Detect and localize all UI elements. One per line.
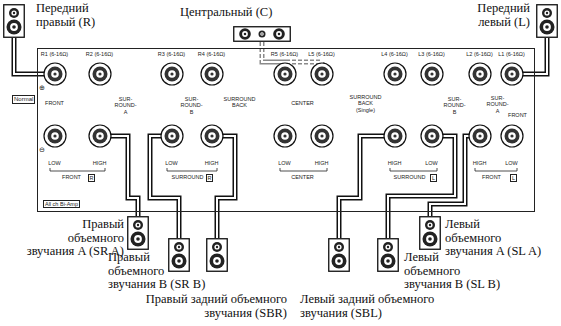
panel-label: R5 (6-16Ω) (271, 51, 298, 58)
speaker-node: Правый задний объемного звучания (SBR) (146, 238, 287, 320)
text-line: звучания B (SL B) (404, 278, 500, 292)
panel-label: R (88, 174, 96, 183)
panel-label: FRONT (45, 100, 64, 107)
speaker-node: Центральный (C) (180, 6, 291, 42)
text-line: объемного (27, 232, 124, 246)
panel-label: LOW (48, 160, 61, 167)
panel-label: SURROUND BACK (Single) (350, 94, 382, 114)
panel-label: FRONT (482, 174, 501, 181)
speaker-cable (179, 212, 180, 238)
panel-label: L (510, 174, 517, 183)
speaker-icon (328, 238, 350, 272)
speaker-label: Передний левый (L) (477, 2, 530, 29)
text-line: объемного (404, 265, 500, 279)
text-line: правый (R) (36, 16, 95, 30)
panel-label: R4 (6-16Ω) (198, 51, 225, 58)
speaker-node: Правый объемного звучания B (SR B) (108, 238, 205, 292)
panel-label: SUR-ROUND-B (181, 96, 203, 116)
speaker-cable (430, 212, 431, 216)
speaker-icon (536, 4, 558, 38)
panel-label: LOW (505, 160, 518, 167)
speaker-cable (14, 38, 37, 74)
speaker-cable (535, 38, 547, 74)
panel-label: SURROUND (394, 174, 426, 181)
speaker-label: Передний правый (R) (36, 2, 95, 29)
panel-label: L5 (6-16Ω) (308, 51, 334, 58)
speaker-icon (206, 238, 228, 272)
panel-label: CENTER (291, 100, 314, 107)
polarity-mark: ⊕ (39, 84, 45, 91)
panel-label: FRONT (62, 174, 81, 181)
receiver-rear-panel: R1 (6-16Ω) R2 (6-16Ω) R3 (6-16Ω) R4 (6-16Ω)… (37, 48, 535, 212)
panel-label: LOW (278, 160, 291, 167)
panel-label: HIGH (388, 160, 402, 167)
text-line: звучания A (SL A) (445, 245, 541, 259)
speaker-terminals (44, 63, 523, 147)
polarity-mark: ⊖ (39, 146, 45, 153)
panel-label: HIGH (315, 160, 329, 167)
text-line: Правый задний объемного (146, 293, 287, 307)
speaker-node: Левый объемного звучания A (SL A) (419, 216, 541, 259)
panel-label: SUR-ROUND-A (487, 95, 509, 115)
speaker-wire-stubs (37, 48, 535, 212)
channel-brackets (50, 168, 517, 171)
panel-label: L2 (6-16Ω) (466, 51, 492, 58)
speaker-cable (138, 212, 139, 216)
speaker-icon (3, 4, 25, 38)
text-line: объемного (445, 232, 541, 246)
panel-label: SUR-ROUND-B (444, 96, 466, 116)
text-line: Правый (27, 218, 124, 232)
panel-label: FRONT (508, 112, 527, 119)
panel-label: All ch Bi-Amp (43, 200, 80, 209)
text-line: Передний (36, 2, 95, 16)
speaker-icon (168, 238, 190, 272)
panel-label: HIGH (473, 160, 487, 167)
text-line: Передний (477, 2, 530, 16)
speaker-label: Центральный (C) (180, 6, 272, 20)
panel-label: SURROUND (172, 174, 204, 181)
panel-label: R (206, 174, 214, 183)
panel-label: L4 (6-16Ω) (381, 51, 407, 58)
speaker-label: Правый объемного звучания B (SR B) (108, 251, 205, 292)
speaker-icon (127, 216, 149, 250)
panel-label: SUR-ROUND-A (115, 96, 137, 116)
text-line: звучания (SBR) (146, 307, 287, 321)
panel-label: HIGH (93, 160, 107, 167)
panel-label: SURROUND BACK (224, 96, 256, 109)
speaker-node: Передний правый (R) (3, 2, 95, 38)
speaker-cable (339, 212, 340, 238)
panel-label: L1 (6-16Ω) (498, 51, 524, 58)
panel-label: L (430, 174, 437, 183)
panel-label: R2 (6-16Ω) (86, 51, 113, 58)
panel-label: LOW (425, 160, 438, 167)
speaker-node: Передний левый (L) (477, 2, 558, 38)
text-line: левый (L) (477, 16, 530, 30)
speaker-icon (377, 238, 399, 272)
speaker-label: Левый задний объемного звучания (SBL) (300, 293, 434, 320)
text-line: звучания B (SR B) (108, 278, 205, 292)
speaker-icon (419, 216, 441, 250)
text-line: Центральный (C) (180, 6, 272, 20)
speaker-cable (388, 212, 389, 238)
text-line: Левый задний объемного (300, 293, 434, 307)
text-line: Правый (108, 251, 205, 265)
text-line: объемного (108, 265, 205, 279)
speaker-cable (217, 212, 218, 238)
center-speaker-icon (233, 26, 291, 42)
mode-label: Normal (12, 95, 35, 104)
speaker-label: Правый задний объемного звучания (SBR) (146, 293, 287, 320)
panel-label: R3 (6-16Ω) (158, 51, 185, 58)
panel-label: CENTER (291, 174, 314, 181)
panel-label: HIGH (205, 160, 219, 167)
text-line: Левый (445, 218, 541, 232)
panel-label: L3 (6-16Ω) (418, 51, 444, 58)
text-line: звучания (SBL) (300, 307, 434, 321)
panel-label: LOW (165, 160, 178, 167)
speaker-label: Левый объемного звучания A (SL A) (445, 218, 541, 259)
panel-label: R1 (6-16Ω) (41, 51, 68, 58)
